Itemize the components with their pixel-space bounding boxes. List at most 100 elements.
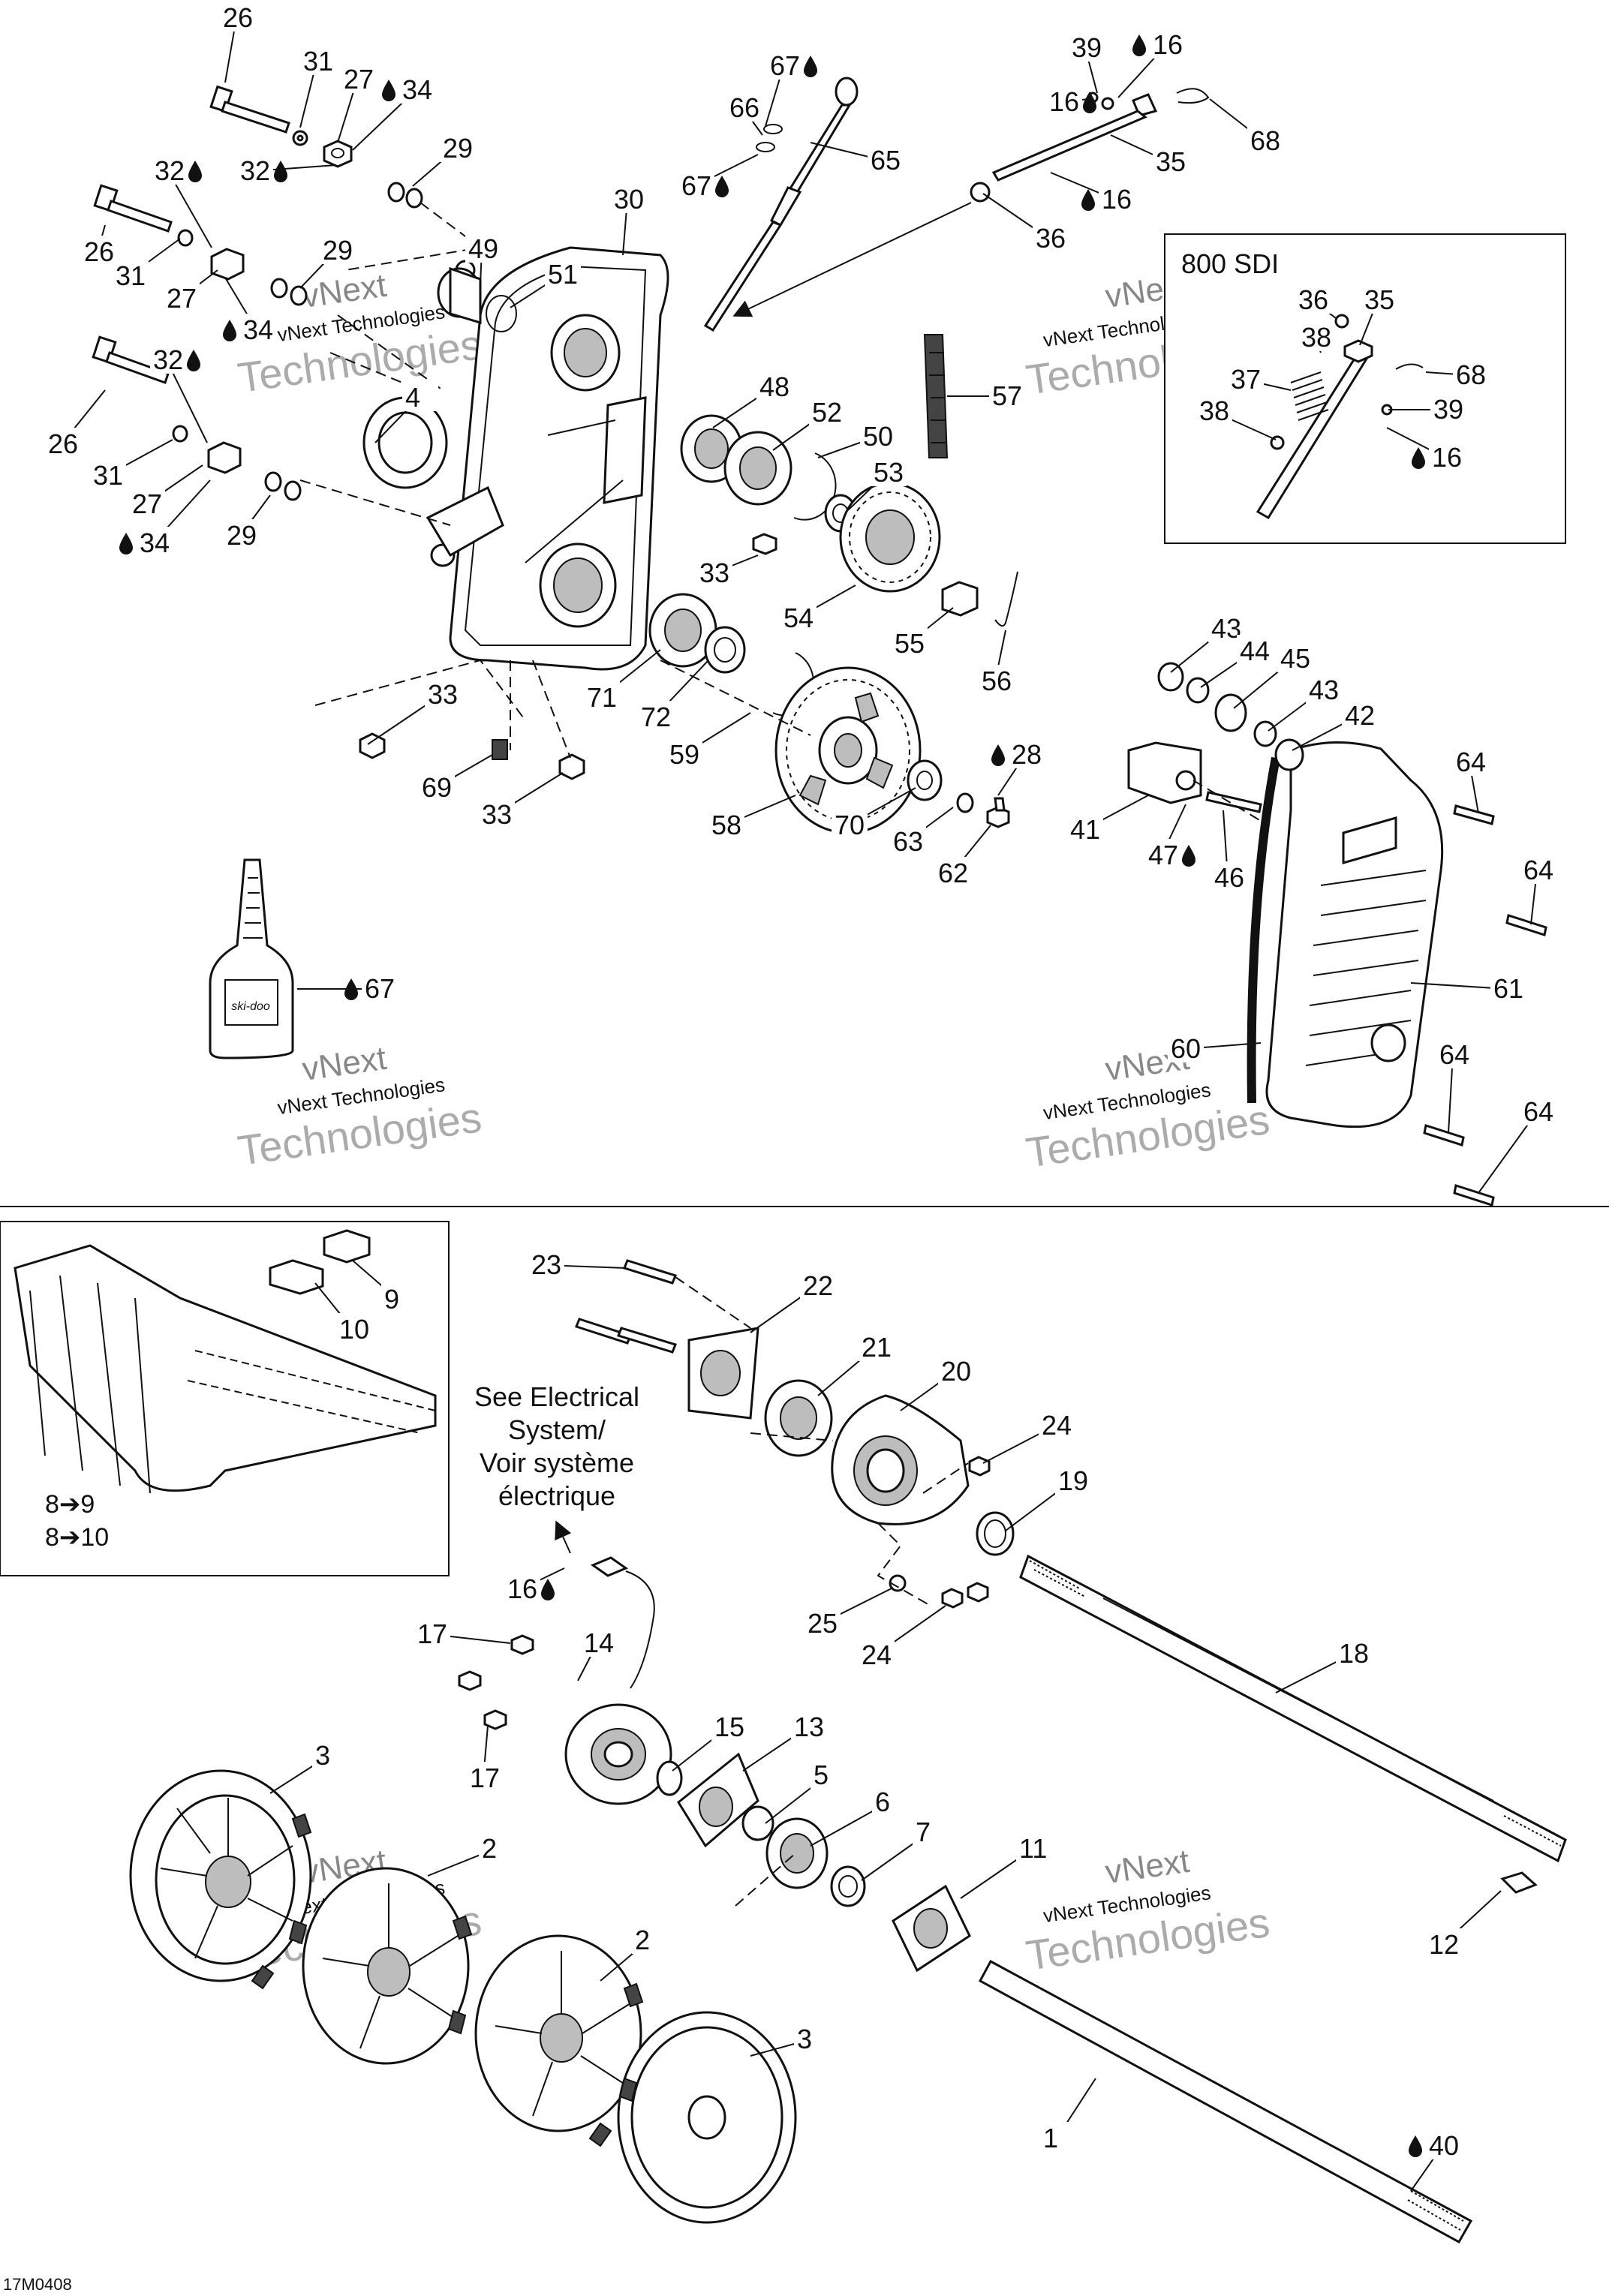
callout-l14: 14 — [577, 1627, 617, 1681]
callout-l22: 22 — [750, 1270, 836, 1333]
sprocket-teeth — [251, 1813, 644, 2147]
callout-l27a: 27 — [337, 63, 377, 143]
callout-l24b: 24 — [859, 1605, 946, 1670]
part-number: 51 — [548, 259, 578, 290]
callout-l50: 50 — [817, 420, 896, 458]
callout-l44: 44 — [1200, 635, 1273, 688]
part-number: 29 — [227, 520, 257, 551]
callout-l57: 57 — [947, 380, 1025, 411]
part-number: 64 — [1523, 1096, 1553, 1127]
part-number: 31 — [116, 260, 146, 291]
callout-l49: 49 — [465, 233, 501, 286]
callout-l16c: 16 — [1050, 172, 1135, 215]
callout-l2a: 2 — [427, 1832, 515, 1877]
callout-l27b: 27 — [164, 269, 218, 314]
nuts-24-25 — [889, 1456, 991, 1609]
svg-text:System/: System/ — [508, 1414, 606, 1445]
bearing-plate-13 — [677, 1752, 759, 1848]
svg-text:ski-doo: ski-doo — [231, 1000, 270, 1013]
callout-l26b: 26 — [81, 224, 117, 267]
callout-l16d: 16 — [1386, 427, 1465, 473]
bushing-42 — [1274, 738, 1304, 771]
part-number: 60 — [1171, 1033, 1201, 1064]
bolt-62 — [986, 797, 1010, 828]
part-number: 25 — [808, 1608, 838, 1639]
callout-l39b: 39 — [1388, 393, 1466, 425]
part-number: 26 — [84, 236, 114, 267]
callout-l34b: 34 — [223, 277, 276, 345]
part-number: 26 — [223, 2, 253, 33]
part-number: 31 — [93, 460, 123, 491]
callout-l32b: 32 — [152, 155, 212, 248]
part-number: 37 — [1231, 364, 1261, 395]
drive-axle-1 — [978, 1959, 1473, 2244]
nut-33-left — [359, 732, 386, 759]
part-number: 16 — [1049, 86, 1079, 117]
callout-l67a: 67 — [765, 50, 817, 127]
callout-l68b: 68 — [1425, 359, 1489, 390]
part-number: 64 — [1523, 855, 1553, 885]
part-number: 27 — [344, 64, 374, 95]
part-number: 40 — [1429, 2130, 1459, 2161]
part-number: 29 — [443, 133, 473, 164]
seal-49 — [437, 266, 517, 332]
part-number: 65 — [871, 145, 901, 176]
plug-69 — [492, 739, 508, 760]
part-number: 3 — [315, 1740, 330, 1771]
part-number: 4 — [405, 382, 420, 413]
callout-l67c: 67 — [297, 972, 398, 1004]
callout-l27c: 27 — [129, 464, 203, 519]
part-number: 41 — [1070, 814, 1100, 845]
speed-sensor-14 — [564, 1556, 672, 1805]
bushing-15 — [656, 1760, 683, 1796]
part-number: 45 — [1280, 643, 1310, 674]
part-number: 47 — [1148, 840, 1178, 870]
leader-line — [166, 359, 208, 443]
dipstick-bottle-67: ski-doo — [209, 858, 294, 1059]
part-number: 34 — [402, 74, 432, 105]
part-number: 16 — [507, 1573, 537, 1604]
callout-l68a: 68 — [1209, 98, 1283, 156]
callout-l41: 41 — [1067, 795, 1149, 845]
part-number: 63 — [893, 826, 923, 857]
part-number: 70 — [835, 810, 865, 840]
callout-l42: 42 — [1292, 699, 1378, 751]
lubricant-drop-icon — [991, 744, 1005, 766]
part-number: 16 — [1153, 29, 1183, 60]
callout-l45: 45 — [1233, 642, 1313, 709]
leader-lines-lower — [675, 1276, 969, 1907]
callout-l61: 61 — [1410, 972, 1526, 1004]
callout-l5: 5 — [765, 1759, 847, 1824]
callout-l40: 40 — [1409, 2129, 1462, 2192]
callout-l35b: 35 — [1359, 284, 1397, 346]
callout-l51: 51 — [510, 258, 581, 308]
part-number: 2 — [635, 1925, 650, 1955]
callout-l47: 47 — [1145, 804, 1195, 870]
lubricant-drop-icon — [541, 1579, 555, 1600]
callout-l46: 46 — [1211, 810, 1247, 893]
part-number: 50 — [863, 421, 893, 452]
part-number: 17 — [417, 1618, 447, 1649]
part-number: 44 — [1240, 636, 1270, 666]
part-number: 13 — [794, 1711, 824, 1742]
callout-l24a: 24 — [982, 1409, 1075, 1464]
callout-l48: 48 — [712, 371, 792, 428]
part-number: 67 — [770, 50, 800, 81]
part-number: 36 — [1298, 284, 1328, 315]
callout-l38a: 38 — [1298, 321, 1334, 353]
callout-l58: 58 — [708, 795, 796, 840]
lubricant-drop-icon — [1182, 845, 1195, 867]
part-number: 68 — [1456, 359, 1486, 390]
callout-l7: 7 — [861, 1816, 949, 1881]
callout-l16b: 16 — [1046, 86, 1096, 117]
callout-l17a: 17 — [414, 1618, 511, 1649]
part-number: 21 — [862, 1332, 892, 1363]
chaincase-housing-30 — [362, 246, 669, 671]
callout-l26c: 26 — [45, 389, 106, 459]
sprocket-54 — [839, 482, 941, 593]
part-number: 66 — [729, 92, 759, 123]
spacer-72 — [704, 626, 746, 674]
callout-l20: 20 — [900, 1355, 974, 1411]
bearing-6 — [765, 1817, 829, 1889]
